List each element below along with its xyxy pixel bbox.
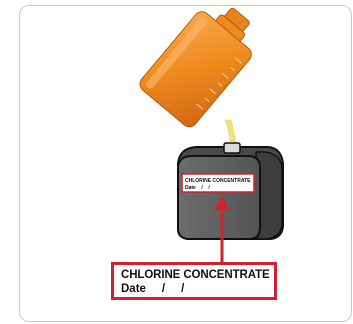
- label-title: CHLORINE CONCENTRATE: [121, 269, 270, 281]
- small-label-date: Date / /: [185, 185, 210, 191]
- liquid-stream: [224, 119, 237, 147]
- small-container-label: CHLORINE CONCENTRATE Date / /: [181, 173, 255, 193]
- small-label-title: CHLORINE CONCENTRATE: [185, 178, 251, 184]
- label-date-line: Date / /: [121, 283, 185, 295]
- pouring-bottle: [139, 7, 252, 128]
- enlarged-label: CHLORINE CONCENTRATE Date / /: [111, 262, 277, 300]
- label-arrow: [214, 196, 230, 262]
